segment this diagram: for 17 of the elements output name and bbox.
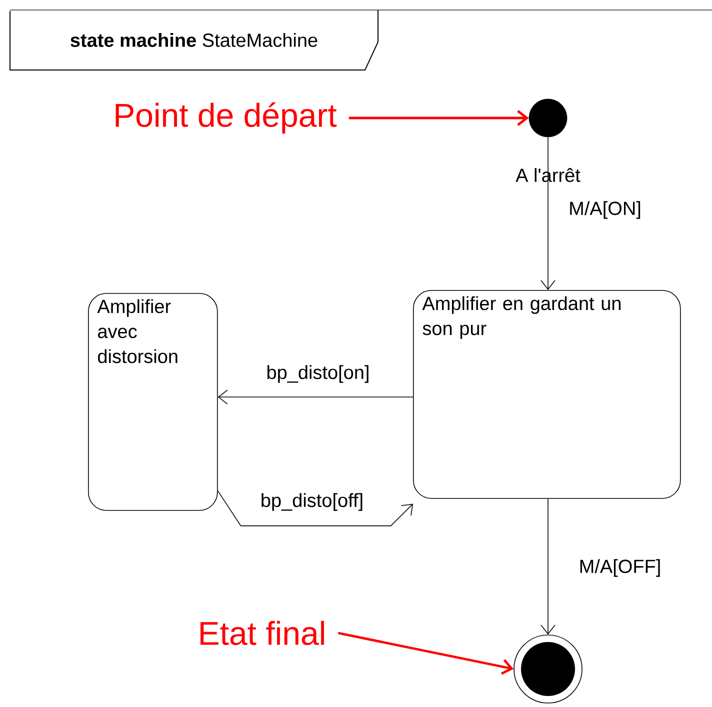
transition-arrow [540,136,556,290]
transition-arrow [217,490,413,526]
annotation-text: Point de départ [116,102,337,134]
edge-label: bp_disto[on] [265,364,371,384]
edge-label: bp_disto[off] [259,492,365,512]
pointer-arrow [338,632,514,675]
transition-arrow [540,498,556,635]
annotation-text: Etat final [200,620,324,646]
pointer-arrow [348,110,529,126]
initial-state [528,98,568,138]
final-state [514,634,582,704]
frame-tab: state machine StateMachine [10,10,378,70]
transition-arrow [218,390,414,404]
state-box: Amplifier avec distorsion [88,293,218,511]
state-box: Amplifier en gardant un son pur [413,290,681,499]
edge-label: M/A[OFF] [578,558,662,578]
edge-label: M/A[ON] [568,200,642,220]
